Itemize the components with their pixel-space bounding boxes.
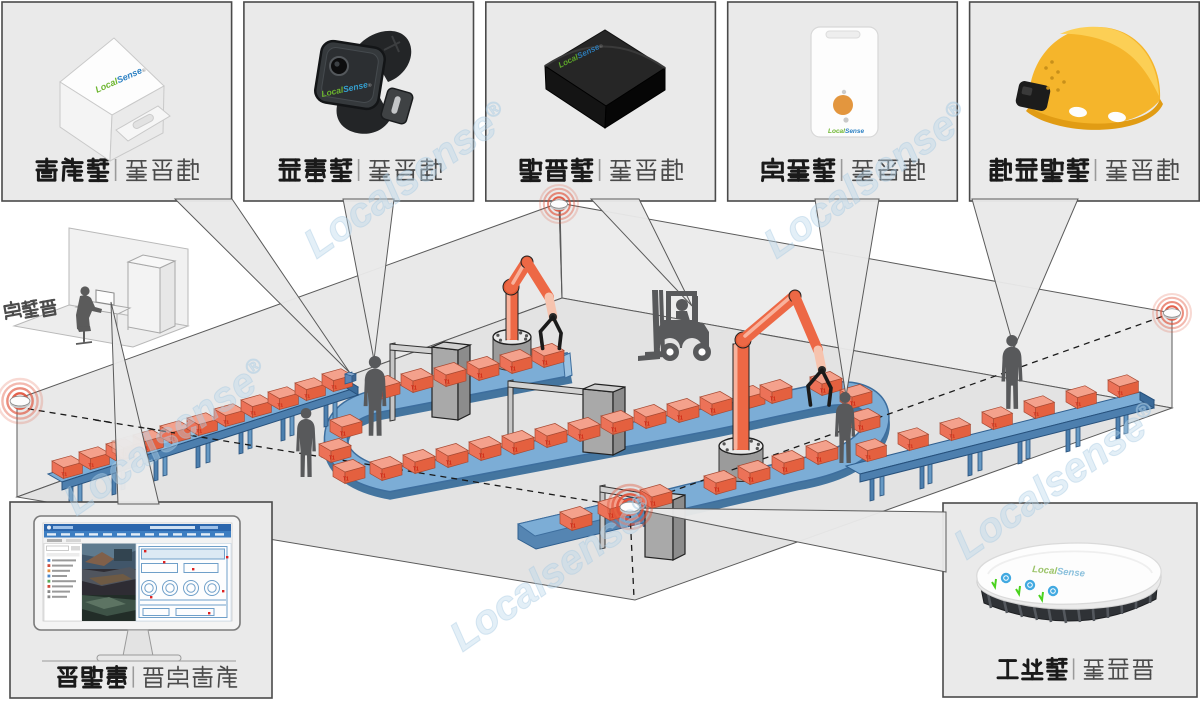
svg-text:LocalSense: LocalSense	[1032, 564, 1086, 580]
svg-text:T1: T1	[479, 454, 485, 460]
svg-text:T1: T1	[677, 416, 683, 422]
svg-text:T1: T1	[277, 403, 283, 409]
svg-text:T1: T1	[545, 441, 551, 447]
svg-text:T1: T1	[820, 389, 826, 395]
svg-text:T1: T1	[770, 397, 776, 403]
svg-text:T1: T1	[512, 448, 518, 454]
svg-text:T1: T1	[331, 385, 337, 391]
svg-text:T1: T1	[250, 411, 256, 417]
svg-text:T1: T1	[411, 386, 417, 392]
svg-text:T1: T1	[1075, 402, 1081, 408]
svg-text:T1: T1	[608, 514, 614, 520]
svg-text:T1: T1	[714, 488, 720, 494]
svg-text:T1: T1	[223, 420, 229, 426]
svg-text:T1: T1	[510, 367, 516, 373]
svg-text:T1: T1	[644, 422, 650, 428]
svg-text:T1: T1	[1033, 412, 1039, 418]
svg-text:T1: T1	[169, 437, 175, 443]
svg-text:T1: T1	[578, 435, 584, 441]
svg-text:T1: T1	[1117, 391, 1123, 397]
svg-text:T1: T1	[88, 463, 94, 469]
svg-text:T1: T1	[858, 426, 864, 432]
svg-text:T1: T1	[611, 428, 617, 434]
svg-text:LocalSense: LocalSense	[828, 128, 865, 135]
svg-text:T1: T1	[444, 380, 450, 386]
svg-text:T1: T1	[991, 423, 997, 429]
svg-text:T1: T1	[907, 444, 913, 450]
svg-text:T1: T1	[477, 374, 483, 380]
svg-text:T1: T1	[446, 461, 452, 467]
svg-text:T1: T1	[710, 409, 716, 415]
svg-text:T1: T1	[542, 361, 548, 367]
svg-text:T1: T1	[413, 467, 419, 473]
svg-text:T1: T1	[340, 432, 346, 438]
svg-text:T1: T1	[570, 524, 576, 530]
svg-text:T1: T1	[61, 472, 67, 478]
svg-text:T1: T1	[782, 468, 788, 474]
svg-text:T1: T1	[380, 474, 386, 480]
svg-text:T1: T1	[343, 477, 349, 483]
svg-text:T1: T1	[949, 434, 955, 440]
svg-text:T1: T1	[304, 394, 310, 400]
svg-text:T1: T1	[329, 456, 335, 462]
svg-text:T1: T1	[196, 429, 202, 435]
svg-text:T1: T1	[650, 502, 656, 508]
svg-text:T1: T1	[850, 402, 856, 408]
svg-text:T1: T1	[748, 478, 754, 484]
svg-text:T1: T1	[865, 455, 871, 461]
svg-text:T1: T1	[816, 458, 822, 464]
